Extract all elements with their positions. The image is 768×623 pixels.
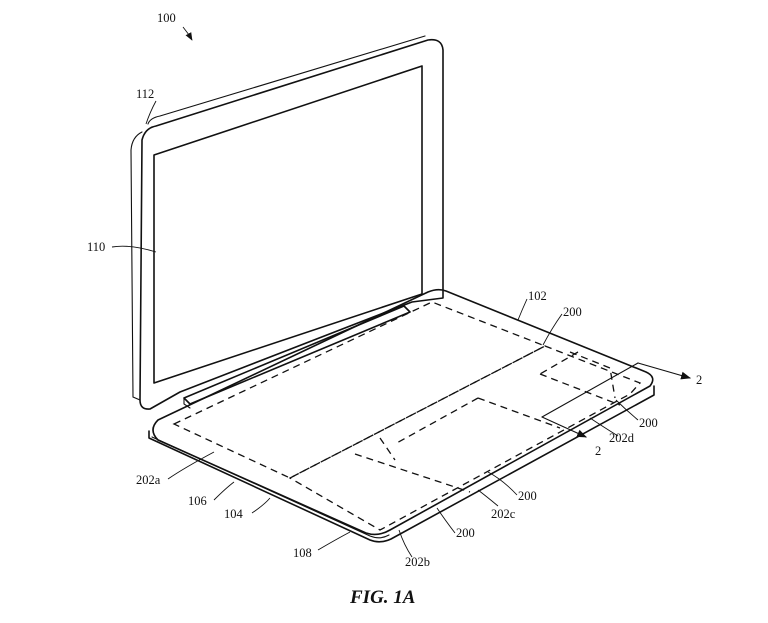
input-region-dividers — [354, 351, 621, 493]
label-section-a: 202a — [136, 473, 161, 487]
label-input-region-c: 200 — [518, 489, 537, 503]
label-display-housing: 112 — [136, 87, 154, 101]
label-section-b: 202b — [405, 555, 430, 569]
section-line — [541, 362, 691, 438]
label-lower-edge: 104 — [224, 507, 244, 521]
hinge — [183, 305, 411, 409]
input-region-right — [288, 345, 642, 531]
label-section-arrow-top: 2 — [696, 373, 702, 387]
label-section-c: 202c — [491, 507, 516, 521]
label-front-edge: 108 — [293, 546, 312, 560]
display-housing — [130, 35, 444, 410]
figure-caption: FIG. 1A — [349, 587, 415, 608]
input-region-main — [172, 301, 547, 479]
label-base: 102 — [528, 289, 547, 303]
base — [148, 288, 655, 543]
leader-lines — [111, 26, 639, 558]
label-upper-edge: 106 — [188, 494, 207, 508]
label-display: 110 — [87, 240, 105, 254]
label-section-arrow-bottom: 2 — [595, 444, 601, 458]
label-device: 100 — [157, 11, 176, 25]
label-input-region: 200 — [563, 305, 582, 319]
label-input-region-d: 200 — [639, 416, 658, 430]
label-section-d: 202d — [609, 431, 635, 445]
label-input-region-b: 200 — [456, 526, 475, 540]
